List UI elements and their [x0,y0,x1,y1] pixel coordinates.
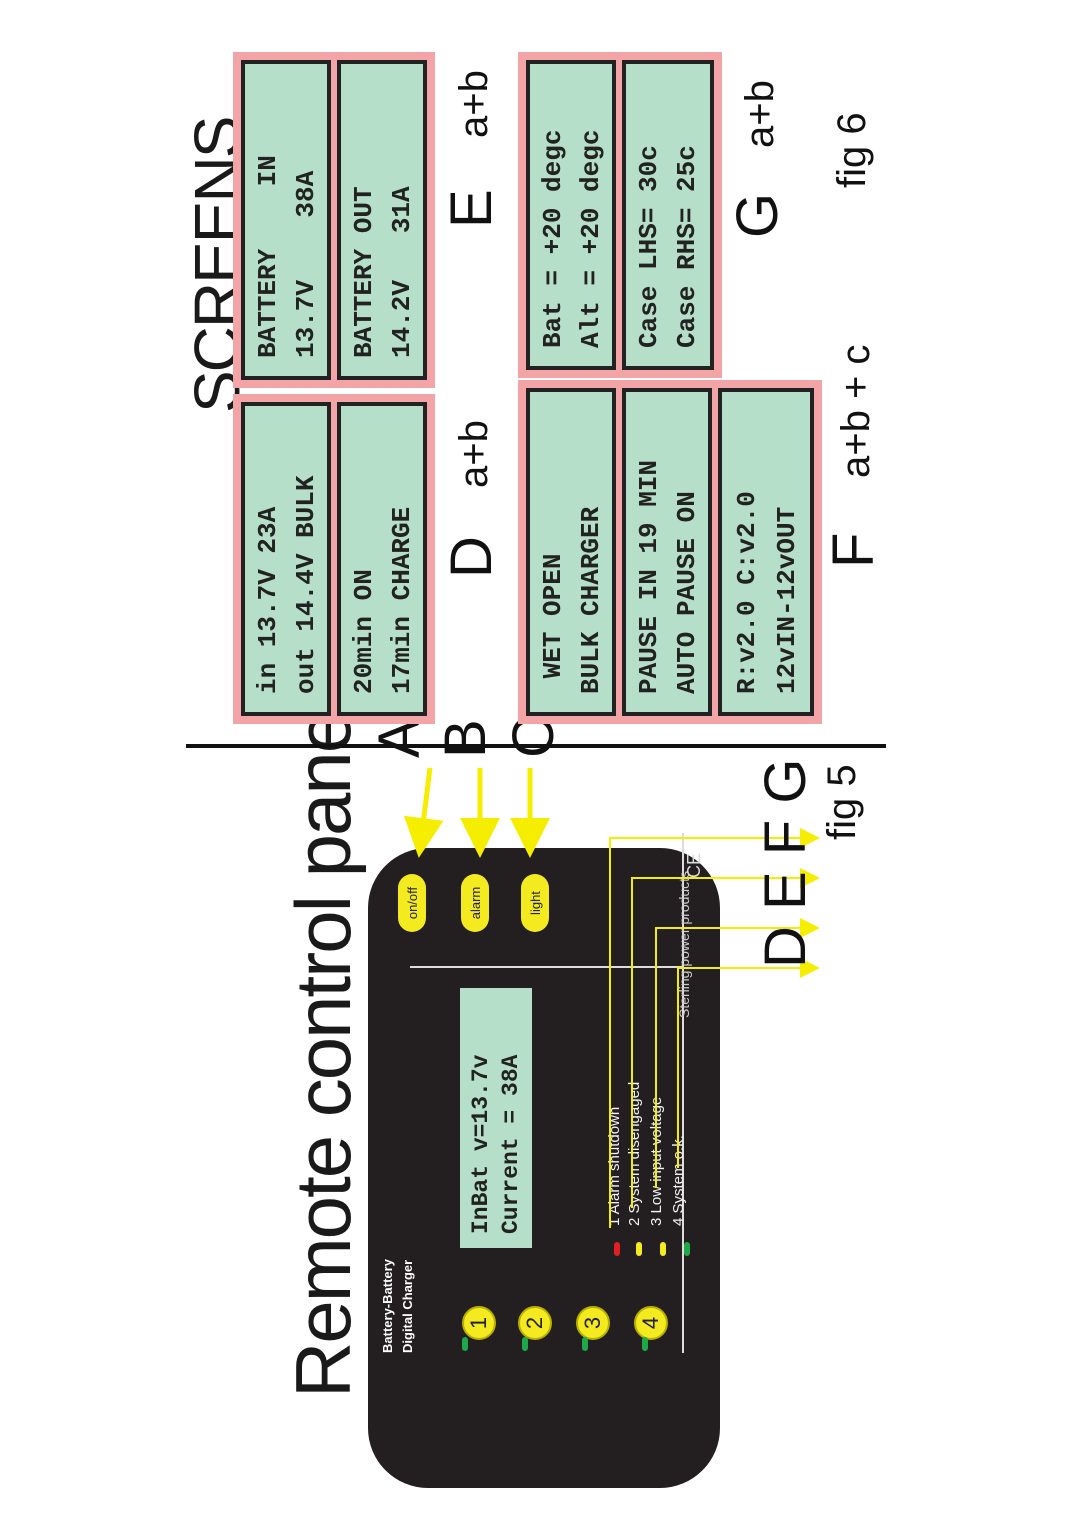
screen-d-letter: D [439,536,504,578]
screen-g: Bat = +20 degc Alt = +20 degc Case LHS= … [518,52,722,378]
screen-f-line5: R:v2.0 C:v2.0 [732,491,762,694]
screen-g-top: Bat = +20 degc Alt = +20 degc [526,60,616,370]
screen-e-top: BATTERY IN 13.7V 38A [241,60,331,380]
screen-f-line1: WET OPEN [538,553,568,694]
screen-d: in 13.7V 23A out 14.4V BULK 20min ON 17m… [233,394,435,724]
screen-f: WET OPEN BULK CHARGER PAUSE IN 19 MIN AU… [518,380,822,724]
screen-e-line3: BATTERY OUT [349,186,379,358]
arrow-f-line [655,927,800,1188]
arrow-a [403,767,444,858]
screen-d-line3: 20min ON [349,569,379,694]
screen-f-letter: F [821,532,886,568]
figure-divider [186,744,886,748]
screen-e-keys: a+b [452,70,496,138]
screen-g-line3: Case LHS= 30c [634,145,664,348]
screen-e-line1: BATTERY IN [253,155,283,358]
screen-f-line6: 12vIN-12vOUT [772,506,802,694]
screen-f-keys: a+b + c [834,344,878,478]
screen-d-line4: 17min CHARGE [387,506,417,694]
arrow-g-line [677,967,800,1168]
screen-e-letter: E [439,189,504,228]
arrow-f-head [800,918,820,938]
screen-g-line1: Bat = +20 degc [538,129,568,348]
screen-e-bottom: BATTERY OUT 14.2V 31A [337,60,427,380]
screen-f-line4: AUTO PAUSE ON [672,491,702,694]
callout-a: A [367,719,432,758]
arrow-d-head [800,828,820,848]
screen-f-top: WET OPEN BULK CHARGER [526,388,616,716]
screen-f-line2: BULK CHARGER [576,506,606,694]
arrow-d-line [609,837,800,1228]
screen-g-line4: Case RHS= 25c [672,145,702,348]
fig6-caption: fig 6 [830,112,874,188]
screen-d-top: in 13.7V 23A out 14.4V BULK [241,402,331,716]
screen-f-middle: PAUSE IN 19 MIN AUTO PAUSE ON [622,388,712,716]
screen-e-line2: 13.7V 38A [291,170,321,358]
screen-e: BATTERY IN 13.7V 38A BATTERY OUT 14.2V 3… [233,52,435,388]
screen-g-keys: a+b [738,80,782,148]
screen-e-line4: 14.2V 31A [387,186,417,358]
screen-f-line3: PAUSE IN 19 MIN [634,459,664,694]
arrow-e-line [631,877,800,1208]
arrow-e-head [800,868,820,888]
arrow-g-head [800,958,820,978]
screen-d-bottom: 20min ON 17min CHARGE [337,402,427,716]
screen-g-bottom: Case LHS= 30c Case RHS= 25c [622,60,714,370]
screen-g-letter: G [725,192,790,238]
callout-b: B [433,719,498,758]
callout-defg: D E F G [753,758,818,968]
screen-d-keys: a+b [452,420,496,488]
fig5-caption: fig 5 [820,764,864,840]
screen-d-line1: in 13.7V 23A [253,506,283,694]
screen-f-bottom: R:v2.0 C:v2.0 12vIN-12vOUT [718,388,814,716]
screen-d-line2: out 14.4V BULK [291,475,321,694]
screen-g-line2: Alt = +20 degc [576,129,606,348]
